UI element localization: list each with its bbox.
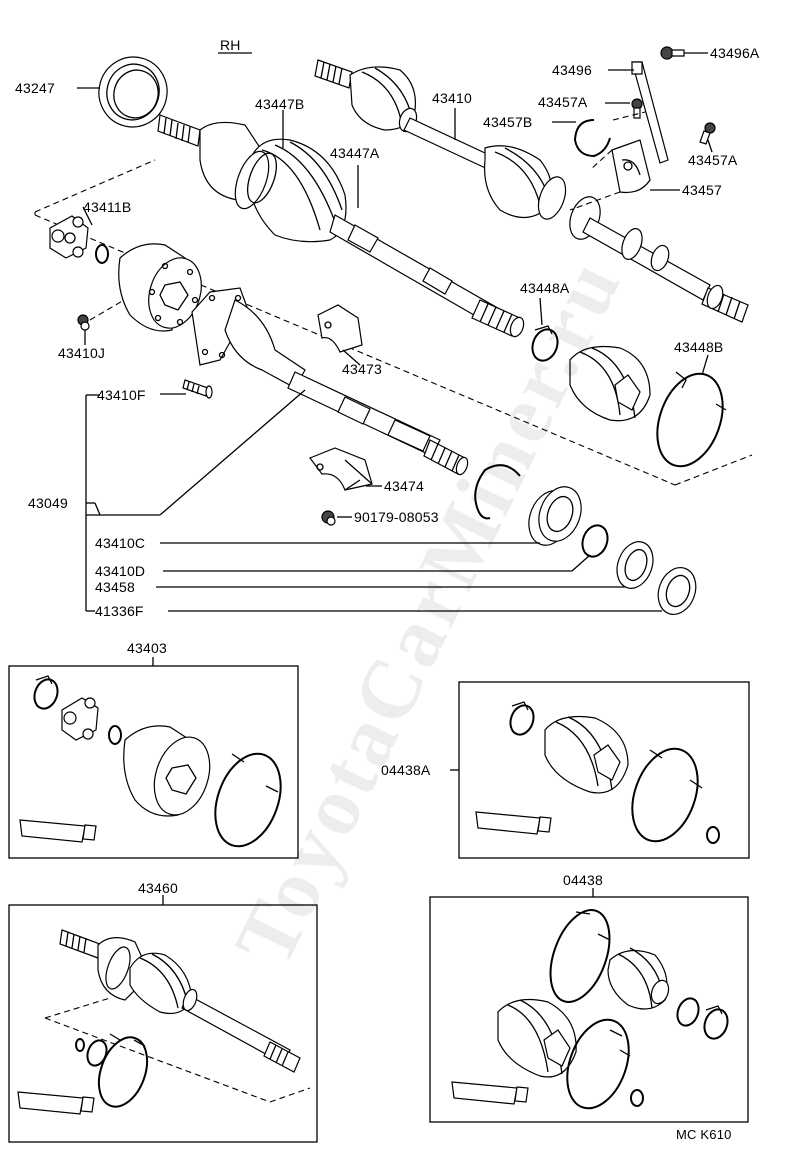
part-label-43403: 43403 xyxy=(127,640,167,656)
part-label-43410C: 43410C xyxy=(95,535,146,551)
kit-04438-parts xyxy=(451,909,729,1110)
diagram-code: MC K610 xyxy=(676,1127,732,1142)
boot-43448 xyxy=(569,345,651,422)
part-label-43457A-top: 43457A xyxy=(538,94,588,110)
intermediate-shaft-43049 xyxy=(191,287,469,476)
part-label-43458: 43458 xyxy=(95,579,135,595)
part-label-43473: 43473 xyxy=(342,361,382,377)
dust-seal-43247 xyxy=(98,56,168,128)
drive-shaft-43410 xyxy=(314,59,749,323)
bearing-bracket-43457 xyxy=(611,139,651,194)
nut-90179-08053 xyxy=(321,510,336,526)
part-label-43247: 43247 xyxy=(15,80,55,96)
part-label-43457: 43457 xyxy=(682,182,722,198)
snap-ring-large xyxy=(474,464,521,520)
snap-ring-43457B xyxy=(573,119,611,158)
nut-43410J xyxy=(77,314,90,331)
bolt-43496A xyxy=(660,46,685,60)
part-label-43447A: 43447A xyxy=(330,145,380,161)
part-label-43457A-right: 43457A xyxy=(688,152,738,168)
part-label-43410D: 43410D xyxy=(95,563,146,579)
part-label-90179-08053: 90179-08053 xyxy=(354,509,439,525)
clamp-43448A xyxy=(531,325,559,362)
part-label-43410: 43410 xyxy=(432,90,472,106)
part-label-41336F: 41336F xyxy=(95,603,144,619)
part-label-43410F: 43410F xyxy=(97,387,146,403)
tripod-joint-43411B xyxy=(49,215,109,264)
bolt-43457A-top xyxy=(631,98,643,119)
part-label-43496A: 43496A xyxy=(710,45,760,61)
part-label-04438A: 04438A xyxy=(381,762,431,778)
seal-43458 xyxy=(616,541,654,589)
part-label-43410J: 43410J xyxy=(58,345,106,361)
side-label: RH xyxy=(220,37,241,53)
bracket-43474 xyxy=(309,447,373,491)
part-label-43460: 43460 xyxy=(138,880,178,896)
part-label-43049: 43049 xyxy=(28,495,68,511)
part-label-43411B: 43411B xyxy=(83,199,132,215)
part-label-04438: 04438 xyxy=(563,872,603,888)
snap-ring-43410D xyxy=(581,524,609,558)
part-label-43448A: 43448A xyxy=(520,280,570,296)
part-label-43448B: 43448B xyxy=(674,339,724,355)
bolt-43457A-right xyxy=(699,122,716,145)
bolt-43410F xyxy=(182,379,213,399)
inboard-housing xyxy=(118,243,202,332)
kit-43403-parts xyxy=(19,675,282,848)
part-label-43447B: 43447B xyxy=(255,96,305,112)
bearing-43410C xyxy=(528,486,582,546)
kit-box-04438 xyxy=(429,896,749,1123)
band-43448B xyxy=(656,371,727,468)
part-label-43457B: 43457B xyxy=(483,114,533,130)
seal-41336F xyxy=(657,567,697,615)
kit-04438A-parts xyxy=(475,701,720,844)
part-label-43474: 43474 xyxy=(384,478,424,494)
part-label-43496: 43496 xyxy=(552,62,592,78)
bracket-43473 xyxy=(317,304,363,353)
drive-shaft-main xyxy=(157,114,525,338)
kit-43460-parts xyxy=(17,929,301,1115)
